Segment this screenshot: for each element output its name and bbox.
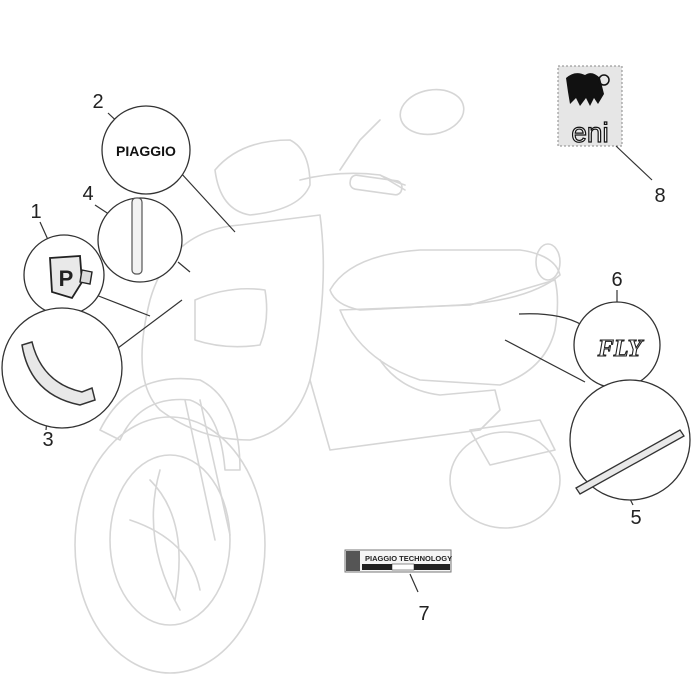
exhaust bbox=[469, 419, 556, 466]
leader-5-to-part bbox=[504, 339, 586, 383]
leader-4-to-part bbox=[177, 261, 191, 273]
plate-stripe-2 bbox=[391, 563, 415, 571]
rear-body bbox=[339, 279, 559, 386]
callout-number-6: 6 bbox=[611, 269, 622, 291]
technology-plate-text: PIAGGIO TECHNOLOGY bbox=[365, 554, 452, 563]
leader-8 bbox=[615, 145, 653, 181]
leader-3-to-part bbox=[117, 299, 183, 349]
detail-circle-5 bbox=[569, 379, 691, 501]
mirror bbox=[399, 88, 465, 136]
leader-1-to-part bbox=[95, 294, 151, 317]
callout-number-1: 1 bbox=[30, 201, 41, 223]
long-strip-decal bbox=[575, 429, 685, 495]
detail-circle-3 bbox=[1, 307, 123, 429]
badge-shield bbox=[49, 255, 83, 300]
plate-emblem bbox=[346, 551, 360, 571]
headset-cover bbox=[214, 139, 311, 216]
flame-icon bbox=[598, 74, 610, 86]
leader-6-to-part bbox=[518, 313, 583, 326]
front-fender bbox=[99, 377, 241, 471]
callout-1-badge: P 1 bbox=[23, 201, 151, 317]
strip-decal bbox=[131, 197, 143, 275]
front-fork bbox=[184, 399, 231, 541]
callout-3-curved-trim: 3 bbox=[1, 299, 183, 451]
floorboard bbox=[309, 359, 501, 451]
scooter-outline bbox=[74, 88, 561, 674]
rear-wheel bbox=[449, 431, 561, 529]
mirror-stem bbox=[339, 119, 381, 171]
callout-7-technology-plate: PIAGGIO TECHNOLOGY 7 bbox=[344, 549, 452, 625]
plate-stripe-3 bbox=[414, 564, 450, 570]
leader-7 bbox=[409, 573, 419, 593]
leader-2-to-part bbox=[179, 171, 236, 233]
badge-letter: P bbox=[59, 266, 74, 291]
callout-4-strip-decal: 4 bbox=[82, 183, 191, 283]
callout-number-4: 4 bbox=[82, 183, 93, 205]
right-grip bbox=[349, 174, 403, 196]
callout-number-7: 7 bbox=[418, 603, 429, 625]
front-rim bbox=[109, 454, 231, 626]
grab-rail bbox=[535, 243, 561, 281]
leg-shield bbox=[141, 214, 325, 441]
callout-5-long-strip: 5 bbox=[504, 339, 691, 529]
callout-number-3: 3 bbox=[42, 429, 53, 451]
front-panel-window bbox=[194, 287, 268, 348]
callout-6-fly-decal: FLY 6 bbox=[518, 269, 661, 389]
callout-number-2: 2 bbox=[92, 91, 103, 113]
callout-2-piaggio-decal: PIAGGIO 2 bbox=[92, 91, 236, 233]
detail-circle-2 bbox=[101, 105, 191, 195]
callout-8-eni-decal: eni 8 bbox=[557, 65, 666, 207]
callout-number-5: 5 bbox=[630, 507, 641, 529]
callout-number-8: 8 bbox=[654, 185, 665, 207]
piaggio-wordmark: PIAGGIO bbox=[116, 143, 176, 159]
curved-trim-decal bbox=[21, 341, 96, 406]
dog-icon bbox=[566, 73, 604, 106]
fly-logo: FLY bbox=[597, 336, 645, 362]
eni-logo: eni bbox=[571, 117, 608, 148]
plate-stripe-1 bbox=[362, 564, 392, 570]
rim-spokes bbox=[129, 469, 201, 611]
seat bbox=[329, 249, 561, 311]
badge-clip bbox=[79, 269, 93, 285]
